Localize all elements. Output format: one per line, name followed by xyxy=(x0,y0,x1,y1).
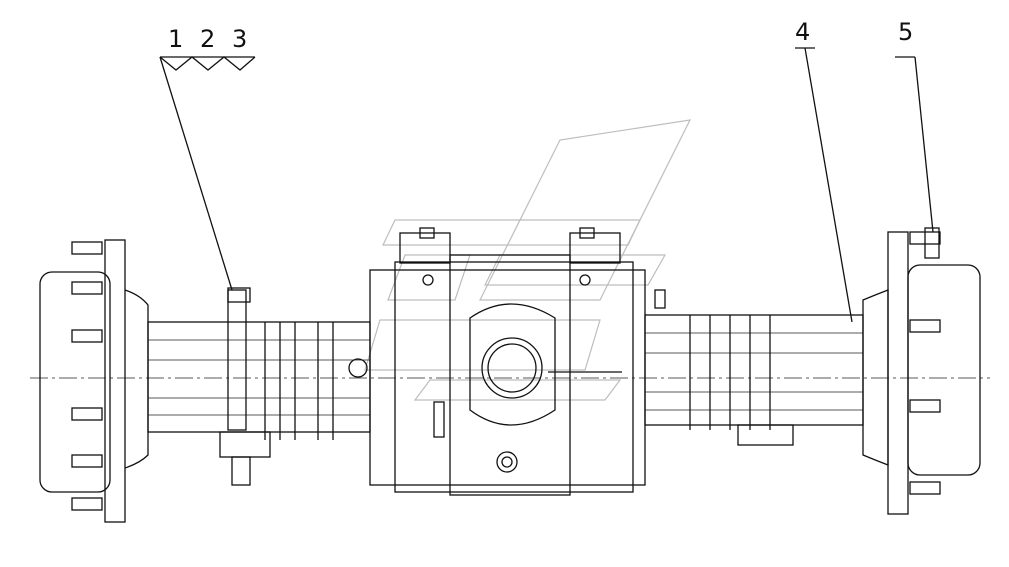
left-wheel-hub xyxy=(39,239,149,523)
callout-3: 3 xyxy=(232,25,247,53)
callout-2: 2 xyxy=(200,25,215,53)
right-wheel-hub xyxy=(862,227,981,515)
right-axle-housing xyxy=(644,314,864,446)
watermark-logo xyxy=(364,119,692,401)
left-axle-housing xyxy=(147,287,371,486)
leader-lines xyxy=(159,47,934,323)
callout-1: 1 xyxy=(168,25,183,53)
differential-housing xyxy=(348,227,666,496)
callout-5: 5 xyxy=(898,18,913,46)
callout-4: 4 xyxy=(795,18,810,46)
